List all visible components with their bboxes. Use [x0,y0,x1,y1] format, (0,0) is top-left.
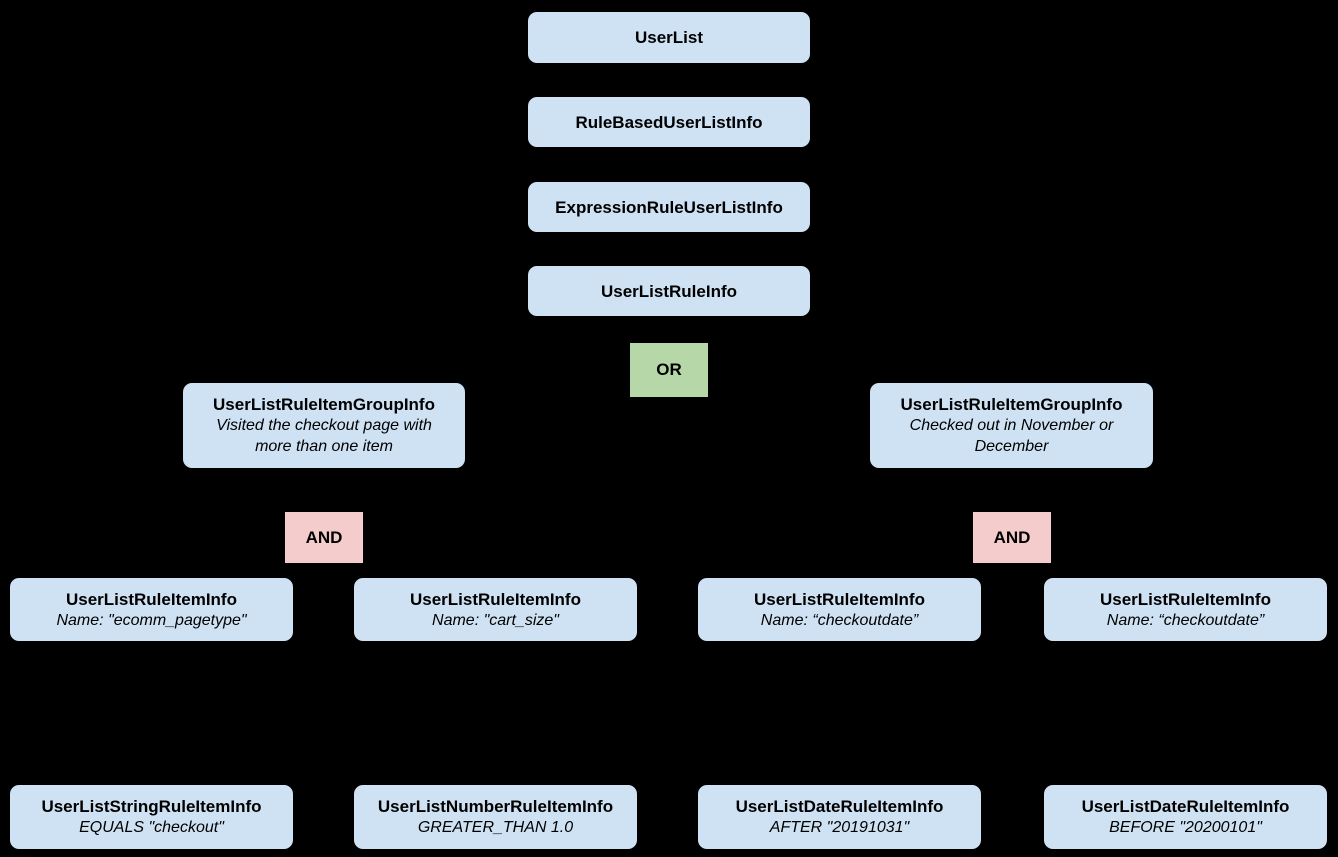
or-operator-label: OR [656,360,682,379]
node-string-ruleitem: UserListStringRuleItemInfo EQUALS "check… [10,785,293,849]
node-subtitle: Checked out in November or December [909,417,1114,455]
node-ruleitem-cart-size: UserListRuleItemInfo Name: "cart_size" [354,578,637,641]
node-title: ExpressionRuleUserListInfo [555,197,783,217]
node-userlist: UserList [528,12,810,63]
node-subtitle: BEFORE "20200101" [1109,819,1262,836]
node-ruleitem-checkoutdate-2: UserListRuleItemInfo Name: “checkoutdate… [1044,578,1327,641]
node-title: UserListRuleItemInfo [66,589,237,609]
node-title: UserListNumberRuleItemInfo [377,797,614,816]
arrowhead-icon [321,375,351,387]
or-operator-box: OR [630,343,708,397]
node-group-right: UserListRuleItemGroupInfo Checked out in… [870,383,1153,468]
node-subtitle: Name: "cart_size" [432,611,559,629]
and-operator-box-left: AND [285,512,363,563]
node-title: UserListRuleInfo [600,281,738,301]
node-title: UserList [634,28,704,47]
node-subtitle: EQUALS "checkout" [79,819,224,836]
node-ruleitem-checkoutdate-1: UserListRuleItemInfo Name: “checkoutdate… [698,578,981,641]
node-title: UserListRuleItemGroupInfo [900,395,1123,414]
node-title: UserListDateRuleItemInfo [735,797,944,816]
node-subtitle: Visited the checkout page with more than… [216,417,432,455]
arrowhead-icon [984,375,1014,387]
node-subtitle: AFTER "20191031" [769,819,910,836]
and-operator-label: AND [993,527,1031,547]
node-title: UserListRuleItemInfo [410,589,581,609]
node-title: UserListRuleItemInfo [1100,589,1271,609]
and-operator-box-right: AND [973,512,1051,563]
node-userlistruleinfo: UserListRuleInfo [528,266,810,316]
node-date-ruleitem-after: UserListDateRuleItemInfo AFTER "20191031… [698,785,981,849]
node-subtitle: Name: "ecomm_pagetype" [56,611,247,629]
node-title: UserListStringRuleItemInfo [41,797,262,816]
node-rulebaseduserlistinfo: RuleBasedUserListInfo [528,97,810,147]
node-title: UserListDateRuleItemInfo [1081,797,1290,816]
node-number-ruleitem: UserListNumberRuleItemInfo GREATER_THAN … [354,785,637,849]
node-ruleitem-ecomm-pagetype: UserListRuleItemInfo Name: "ecomm_pagety… [10,578,293,641]
node-title: RuleBasedUserListInfo [575,112,763,132]
node-subtitle: GREATER_THAN 1.0 [417,819,574,836]
node-expressionruleuserlistinfo: ExpressionRuleUserListInfo [528,182,810,232]
node-title: UserListRuleItemGroupInfo [213,395,435,414]
node-subtitle: Name: “checkoutdate” [760,611,919,629]
node-group-left: UserListRuleItemGroupInfo Visited the ch… [183,383,465,468]
node-title: UserListRuleItemInfo [754,589,925,609]
node-date-ruleitem-before: UserListDateRuleItemInfo BEFORE "2020010… [1044,785,1327,849]
and-operator-label: AND [305,527,343,547]
node-subtitle: Name: “checkoutdate” [1106,611,1265,629]
